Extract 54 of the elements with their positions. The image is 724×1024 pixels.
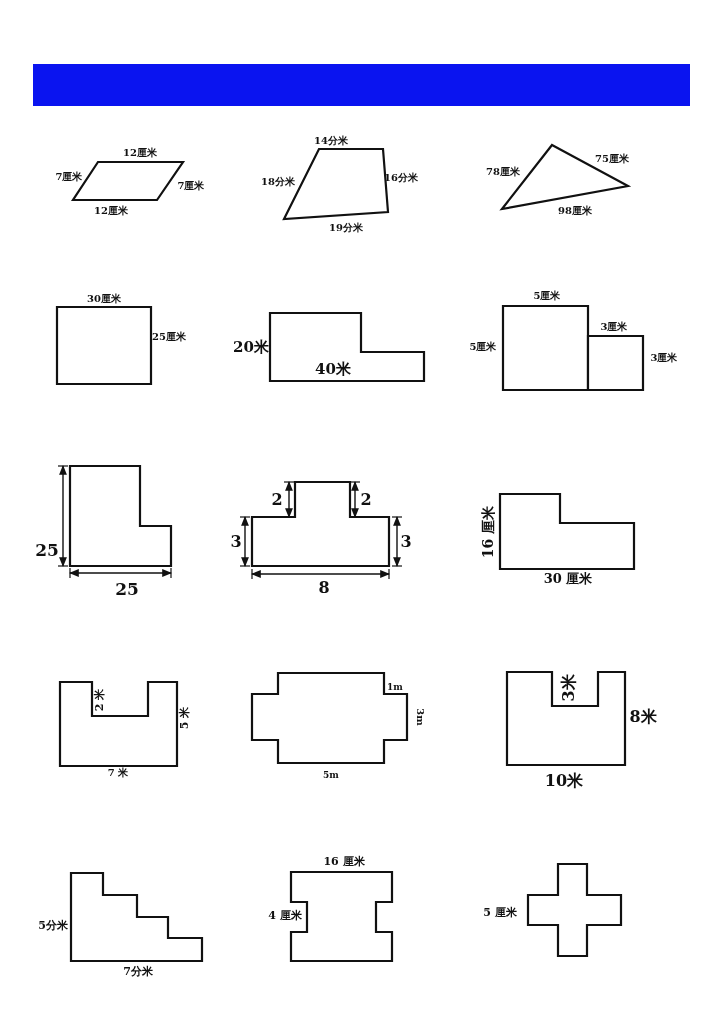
dimension-label: 12厘米 (94, 206, 128, 216)
dimension-label: 30厘米 (87, 294, 121, 304)
dimension-label: 5分米 (38, 919, 68, 931)
dimension-label: 4 厘米 (268, 909, 302, 921)
dimension-label: 40米 (315, 361, 351, 377)
dimension-label: 10米 (544, 773, 584, 789)
dimension-label: 25 (115, 580, 139, 598)
rectangle (55, 305, 153, 386)
dimension-label: 98厘米 (558, 206, 592, 216)
dimension-label: 25 (35, 541, 59, 559)
dimension-label: 7 米 (107, 768, 129, 778)
dimension-label: 20米 (233, 339, 269, 355)
dimension-label: 12厘米 (123, 148, 157, 158)
l-shaped-figure (498, 492, 636, 571)
dimension-label: 14分米 (314, 136, 348, 146)
dimension-label: 7厘米 (177, 181, 205, 191)
dimension-label: 5m (323, 770, 339, 780)
dimension-label: 8米 (629, 709, 657, 725)
dimension-label: 5厘米 (469, 342, 497, 352)
dimension-label: 1m (387, 682, 403, 692)
dimension-label: 16分米 (384, 173, 418, 183)
dimension-label: 3米 (561, 674, 577, 702)
cross-shaped-figure (526, 862, 623, 958)
l-shaped-figure (68, 464, 173, 568)
dimension-label: 16 厘米 (323, 855, 365, 867)
dimension-label: 25厘米 (152, 332, 186, 342)
u-shaped-figure (505, 670, 627, 767)
dimension-label: 3厘米 (600, 322, 628, 332)
dimension-label: 5 米 (178, 706, 190, 730)
dimension-label: 3 (400, 534, 412, 550)
dimension-label: 8 (318, 580, 330, 596)
dimension-label: 3m (415, 708, 425, 726)
dimension-label: 18分米 (261, 177, 295, 187)
dimension-label: 3 (230, 534, 242, 550)
dimension-label: 30 厘米 (543, 571, 593, 585)
t-shaped-figure (250, 480, 391, 568)
dimension-label: 3厘米 (650, 353, 678, 363)
square (586, 334, 645, 392)
cross-shaped-figure (250, 671, 409, 765)
dimension-label: 19分米 (329, 223, 363, 233)
dimension-label: 7分米 (123, 965, 153, 977)
staircase-figure (69, 871, 204, 963)
dimension-label: 75厘米 (595, 154, 629, 164)
dimension-label: 2 米 (93, 688, 105, 712)
dimension-label: 7厘米 (55, 172, 83, 182)
dimension-label: 16 厘米 (481, 505, 495, 559)
l-shaped-figure (268, 311, 426, 383)
dimension-label: 5厘米 (533, 291, 561, 301)
dimension-label: 78厘米 (486, 167, 520, 177)
dimension-label: 5 厘米 (483, 906, 517, 918)
dimension-label: 2 (271, 492, 283, 508)
dimension-label: 2 (360, 492, 372, 508)
u-shaped-figure (58, 680, 179, 768)
square (501, 304, 590, 392)
